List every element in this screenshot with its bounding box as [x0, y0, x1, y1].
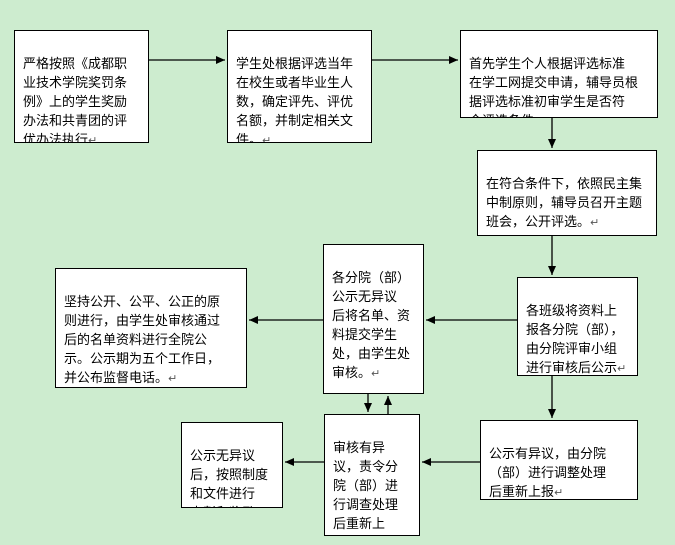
box-review-objection: 审核有异 议，责令分 院（部）进 行调查处理 后重新上 报	[324, 414, 420, 536]
box-commendation: 公示无异议 后，按照制度 和文件进行 表彰和奖励。↵	[181, 422, 283, 508]
return-mark: ↵	[554, 486, 564, 499]
box-reward-basis: 严格按照《成都职 业技术学院奖罚条 例》上的学生奖励 办法和共青团的评 优办法执…	[14, 30, 149, 143]
box-objection-adjust-text: 公示有异议，由分院 （部）进行调整处理 后重新上报	[489, 447, 607, 500]
box-public-notice-text: 坚持公开、公平、公正的原 则进行，由学生处审核通过 后的名单资料进行全院公 示。…	[64, 295, 221, 386]
return-mark: ↵	[168, 372, 178, 385]
return-mark: ↵	[617, 362, 627, 375]
return-mark: ↵	[262, 134, 272, 143]
return-mark: ↵	[88, 134, 98, 143]
return-mark: ↵	[547, 115, 556, 117]
box-college-review: 各班级将资料上 报各分院（部）， 由分院评审小组 进行审核后公示↵	[517, 277, 638, 376]
box-college-review-text: 各班级将资料上 报各分院（部）， 由分院评审小组 进行审核后公示	[526, 304, 624, 376]
box-class-meeting-text: 在符合条件下，依照民主集 中制原则，辅导员召开主题 班会，公开评选。	[486, 177, 643, 230]
box-quota-setting-text: 学生处根据评选当年 在校生或者毕业生人 数，确定评先、评优 名额，并制定相关文 …	[236, 57, 354, 143]
box-class-meeting: 在符合条件下，依照民主集 中制原则，辅导员召开主题 班会，公开评选。↵	[477, 150, 657, 236]
box-submit-to-office: 各分院（部） 公示无异议 后将名单、资 料提交学生 处，由学生处 审核。↵	[323, 244, 424, 394]
return-mark: ↵	[590, 216, 600, 229]
box-public-notice: 坚持公开、公平、公正的原 则进行，由学生处审核通过 后的名单资料进行全院公 示。…	[55, 268, 247, 388]
box-submit-to-office-text: 各分院（部） 公示无异议 后将名单、资 料提交学生 处，由学生处 审核。	[332, 271, 411, 381]
box-quota-setting: 学生处根据评选当年 在校生或者毕业生人 数，确定评先、评优 名额，并制定相关文 …	[227, 30, 372, 143]
box-reward-basis-text: 严格按照《成都职 业技术学院奖罚条 例》上的学生奖励 办法和共青团的评 优办法执…	[23, 57, 128, 143]
return-mark: ↵	[371, 367, 381, 380]
box-student-application-text: 首先学生个人根据评选标准 在学工网提交申请，辅导员根 据评选标准初审学生是否符 …	[469, 57, 639, 117]
box-commendation-text: 公示无异议 后，按照制度 和文件进行 表彰和奖励。	[190, 449, 269, 507]
box-student-application: 首先学生个人根据评选标准 在学工网提交申请，辅导员根 据评选标准初审学生是否符 …	[460, 30, 658, 118]
box-objection-adjust: 公示有异议，由分院 （部）进行调整处理 后重新上报↵	[480, 420, 638, 500]
box-review-objection-text: 审核有异 议，责令分 院（部）进 行调查处理 后重新上 报	[333, 441, 399, 532]
